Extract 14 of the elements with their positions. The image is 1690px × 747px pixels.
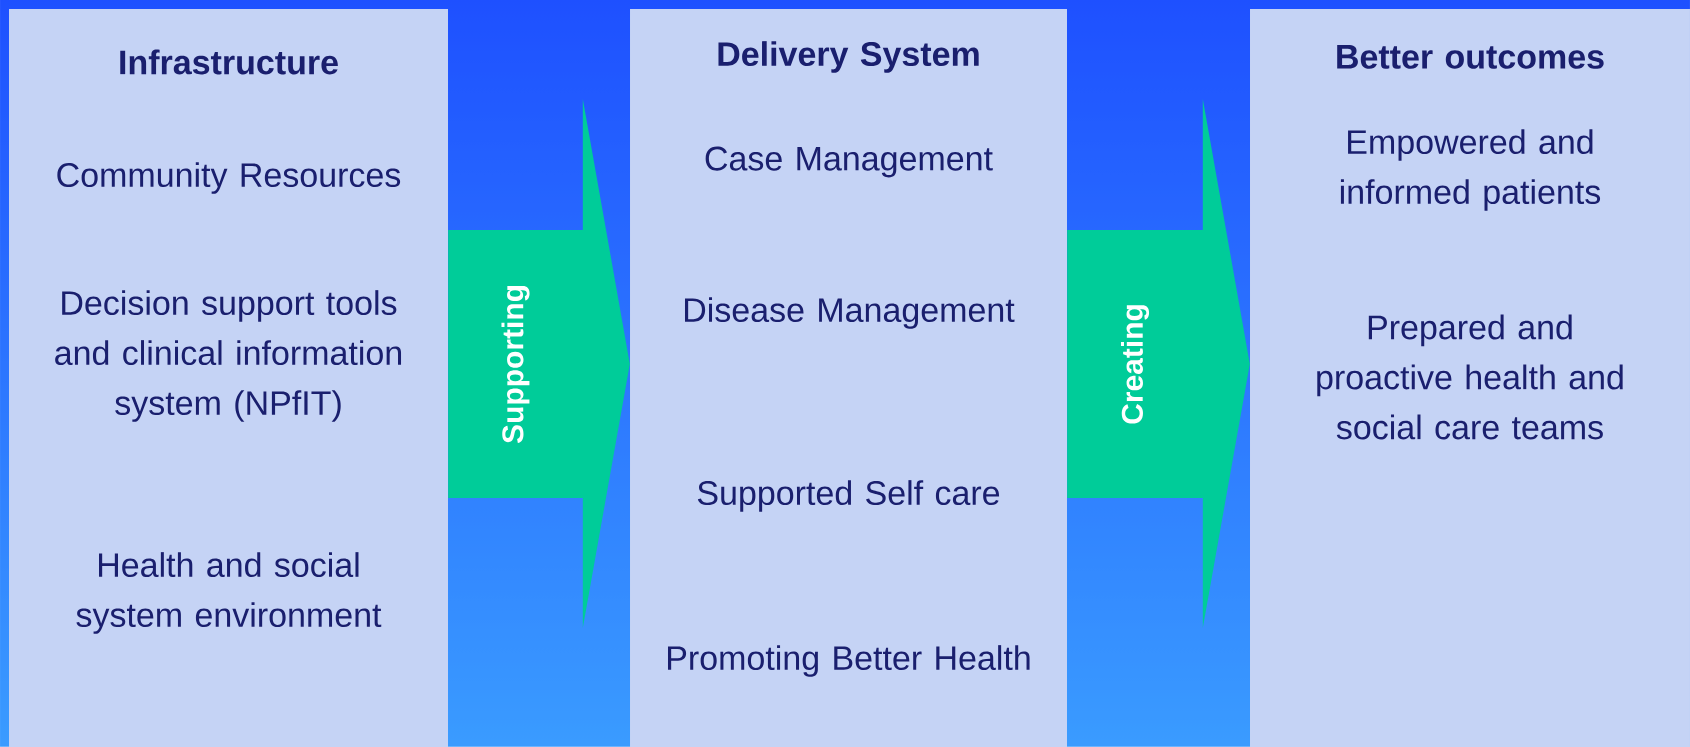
panel-heading: Better outcomes bbox=[1337, 45, 1604, 69]
panel-item: Disease Management bbox=[685, 297, 1015, 329]
panel-item: Community Resources bbox=[57, 162, 401, 194]
panel-item: Health and social system environment bbox=[76, 552, 382, 634]
panel-item: Prepared and proactive health and social care teams bbox=[1317, 314, 1623, 440]
panel-item: Promoting Better Health bbox=[668, 645, 1030, 677]
panel-item: Empowered and informed patients bbox=[1340, 129, 1601, 211]
edge-label: Creating bbox=[1120, 305, 1150, 424]
panel-heading: Infrastructure bbox=[120, 49, 338, 75]
edge-label: Supporting bbox=[501, 286, 530, 444]
panel-item: Decision support tools and clinical information system (NPfIT) bbox=[55, 290, 401, 422]
panel-item: Case Management bbox=[705, 146, 993, 178]
panel-item: Supported Self care bbox=[697, 480, 1000, 512]
panel-heading: Delivery System bbox=[718, 41, 979, 73]
